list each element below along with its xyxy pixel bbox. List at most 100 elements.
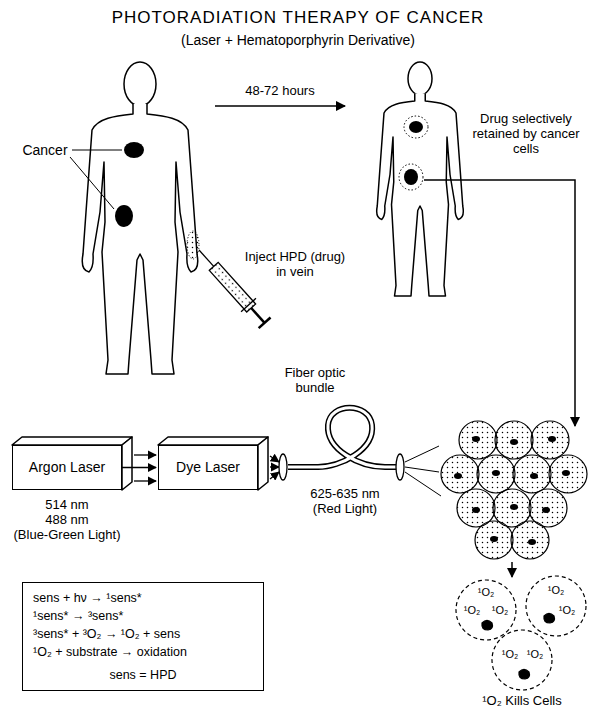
cancer-cells bbox=[477, 455, 515, 493]
cancer-cells bbox=[562, 470, 570, 476]
patient-after bbox=[377, 62, 464, 296]
node-text: ³sens* + ³O₂ → ¹O₂ + sens bbox=[33, 625, 253, 643]
dead-cells bbox=[456, 576, 586, 690]
title: PHOTORADIATION THERAPY OF CANCER bbox=[112, 8, 485, 28]
laser-3d-faces bbox=[12, 437, 268, 490]
time-arrow bbox=[215, 106, 345, 107]
cancer-cells bbox=[495, 421, 533, 459]
cancer-leader bbox=[70, 150, 122, 209]
cancer-cells bbox=[490, 536, 498, 542]
cancer-cells bbox=[459, 421, 497, 459]
to-cells-arrow bbox=[424, 180, 575, 426]
cancer-cells bbox=[441, 455, 479, 493]
step-note: Inject HPD (drug) in vein bbox=[239, 250, 351, 280]
callout-label: Cancer bbox=[22, 142, 67, 158]
oxygen-label: ¹O₂ bbox=[464, 604, 481, 617]
cancer-cells bbox=[472, 507, 480, 513]
reaction-box: sens + hν → ¹sens*¹sens* → ³sens*³sens* … bbox=[22, 582, 264, 691]
cells-arrow bbox=[512, 562, 513, 577]
node-text: Dye Laser bbox=[176, 459, 240, 476]
laser-3d-faces bbox=[12, 437, 132, 445]
cancer-cells bbox=[511, 521, 549, 559]
node-text: sens + hν → ¹sens* bbox=[33, 589, 253, 607]
red-light-rays bbox=[405, 446, 441, 496]
laser-box: Dye Laser bbox=[158, 445, 258, 490]
red-light-rays bbox=[405, 446, 439, 462]
beam-arrows bbox=[270, 466, 279, 467]
oxygen-label: ¹O₂ bbox=[559, 604, 576, 617]
dead-cells bbox=[526, 576, 586, 636]
red-light-rays bbox=[405, 467, 439, 472]
beam-arrows bbox=[270, 472, 279, 479]
wavelength-label: 488 nm bbox=[45, 513, 88, 528]
cancer-cells bbox=[454, 473, 462, 479]
node-text: Argon Laser bbox=[29, 459, 105, 476]
laser-box: Argon Laser bbox=[12, 445, 122, 490]
cancer-leader bbox=[72, 150, 122, 151]
cancer-cells bbox=[528, 539, 536, 545]
part-label: Fiber optic bundle bbox=[273, 366, 357, 396]
syringe bbox=[209, 262, 255, 312]
patient-before bbox=[115, 205, 133, 227]
syringe bbox=[241, 298, 256, 311]
node-text: ¹sens* → ³sens* bbox=[33, 607, 253, 625]
step-note: Drug selectively retained by cancer cell… bbox=[467, 112, 585, 157]
fiber-optic-bundle bbox=[279, 408, 404, 480]
cancer-cells bbox=[510, 439, 518, 445]
cancer-cells bbox=[475, 521, 513, 559]
light-label: (Blue-Green Light) bbox=[14, 528, 121, 543]
syringe bbox=[199, 250, 214, 266]
oxygen-label: ¹O₂ bbox=[492, 604, 509, 617]
cancer-cells bbox=[530, 473, 538, 479]
cancer-cells bbox=[548, 436, 556, 442]
patient-after bbox=[409, 121, 423, 133]
laser-3d-faces bbox=[122, 437, 132, 490]
node-text: ¹O₂ + substrate → oxidation bbox=[33, 643, 253, 661]
patient-before bbox=[82, 62, 199, 374]
beam-arrows bbox=[270, 456, 279, 462]
laser-3d-faces bbox=[158, 437, 268, 445]
cancer-cells bbox=[472, 436, 480, 442]
cells-arrow bbox=[511, 562, 513, 577]
patient-before bbox=[187, 231, 199, 259]
beam-arrows bbox=[134, 454, 156, 455]
patient-after bbox=[399, 164, 423, 190]
wavelength-label: 514 nm bbox=[45, 498, 88, 513]
patient-before bbox=[124, 142, 144, 158]
dead-cells bbox=[482, 621, 493, 631]
cancer-cells bbox=[492, 470, 500, 476]
oxygen-label: ¹O₂ bbox=[548, 584, 565, 597]
cancer-cells bbox=[542, 507, 550, 513]
beam-arrows bbox=[134, 480, 156, 481]
cancer-cells bbox=[513, 455, 551, 493]
to-cells-arrow bbox=[424, 180, 575, 426]
red-light-rays bbox=[405, 472, 441, 496]
fiber-optic-bundle bbox=[396, 454, 404, 480]
cancer-leader bbox=[70, 157, 114, 209]
laser-3d-faces bbox=[258, 437, 268, 490]
fiber-optic-bundle bbox=[288, 408, 396, 467]
subtitle: (Laser + Hematoporphyrin Derivative) bbox=[181, 32, 415, 48]
oxygen-label: ¹O₂ bbox=[502, 648, 519, 661]
dead-cells bbox=[544, 614, 555, 624]
cancer-cells bbox=[441, 421, 587, 559]
fiber-optic-bundle bbox=[279, 454, 287, 480]
result-label: ¹O₂ Kills Cells bbox=[482, 694, 561, 709]
cancer-cells bbox=[510, 504, 518, 510]
time-label: 48-72 hours bbox=[245, 84, 314, 99]
patient-after bbox=[404, 116, 428, 138]
beam-arrow bbox=[122, 467, 156, 468]
wavelength-label: 625-635 nm bbox=[310, 487, 379, 502]
syringe bbox=[251, 308, 264, 323]
definition-text: sens = HPD bbox=[33, 666, 253, 684]
patient-before bbox=[82, 62, 198, 374]
oxygen-label: ¹O₂ bbox=[527, 648, 544, 661]
cancer-cells bbox=[531, 421, 569, 459]
patient-after bbox=[377, 62, 464, 296]
cancer-cells bbox=[549, 455, 587, 493]
fiber-optic-bundle bbox=[288, 408, 396, 467]
dead-cells bbox=[492, 630, 552, 690]
syringe bbox=[259, 317, 271, 328]
dead-cells bbox=[519, 670, 530, 680]
